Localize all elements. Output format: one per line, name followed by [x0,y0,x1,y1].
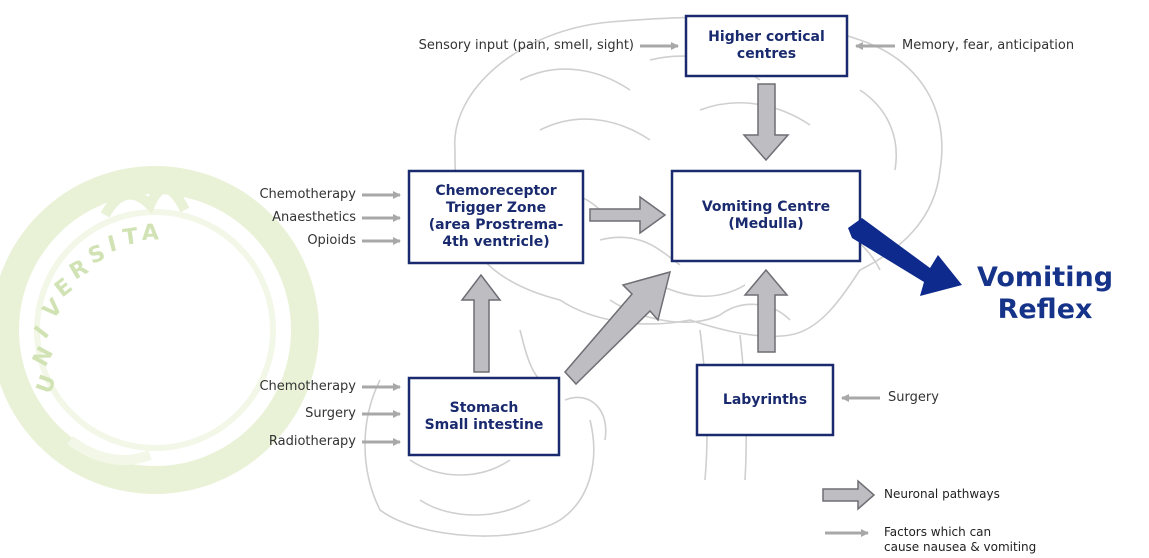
vomiting-centre-title: Vomiting Centre (Medulla) [701,199,831,232]
stomach-box [407,376,561,457]
watermark-seal: U N I V E R S I T A [0,166,319,494]
vomiting-reflex-line1: Vomiting [976,262,1114,293]
ctz-box [407,169,585,265]
legend-neuronal-symbol [822,479,876,511]
legend-factors-label: Factors which can cause nausea & vomitin… [884,525,1037,554]
box-outlines [407,14,862,457]
factor-arrows [362,42,895,446]
labyrinths-box [695,363,835,437]
labyrinths-factor-label: Surgery [888,390,939,405]
stomach-factor-label: Chemotherapy [259,379,356,394]
vomiting-reflex-label: Vomiting Reflex [945,262,1145,326]
vomiting-centre-box [670,169,862,263]
stomach-title: Stomach Small intestine [424,399,544,433]
brain-sketch [364,16,943,537]
higher-cortical-box [684,14,849,78]
svg-text:R: R [66,255,93,285]
svg-text:I: I [105,232,119,258]
memory-label: Memory, fear, anticipation [902,38,1075,53]
svg-text:A: A [141,220,159,246]
ctz-factor-label: Anaesthetics [272,210,356,225]
legend-neuronal-label: Neuronal pathways [884,487,1000,501]
arrow-stomach-to-vc [563,270,672,386]
arrow-stomach-to-ctz [460,273,502,373]
svg-text:I: I [30,322,55,344]
arrow-labyrinths-to-vc [743,268,789,353]
arrow-ctz-to-vc [589,195,667,235]
svg-text:T: T [121,224,139,251]
vomiting-reflex-arrow [848,218,962,296]
arrow-cortical-to-vc [742,83,790,162]
ctz-factor-label: Opioids [307,233,356,248]
neuronal-pathway-arrows [460,83,790,386]
ctz-title: Chemoreceptor Trigger Zone (area Prostre… [428,183,564,250]
vomiting-reflex-line2: Reflex [997,294,1093,325]
higher-cortical-title: Higher cortical centres [708,29,825,62]
svg-text:N: N [28,343,59,371]
sensory-input-label: Sensory input (pain, smell, sight) [418,38,634,53]
svg-text:S: S [85,240,109,269]
stomach-factor-label: Radiotherapy [268,434,356,449]
labyrinths-title: Labyrinths [722,391,808,408]
ctz-factor-label: Chemotherapy [259,187,356,202]
stomach-factor-label: Surgery [305,406,356,421]
